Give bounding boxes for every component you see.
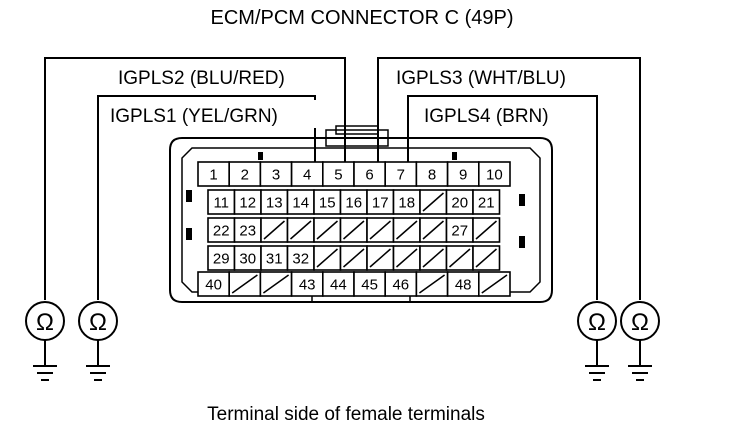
terminal-cell: [384, 271, 418, 297]
terminal-number: 43: [299, 277, 316, 294]
terminal-number: 31: [266, 251, 283, 268]
terminal-number: 8: [428, 167, 436, 184]
unused-terminal-slash: [262, 274, 290, 294]
terminal-cell: [477, 161, 511, 187]
unused-terminal-slash: [290, 220, 312, 240]
terminal-number: 4: [303, 167, 311, 184]
terminal-cell: [233, 189, 262, 215]
unused-terminal-slash: [343, 220, 365, 240]
unused-terminal-slash: [396, 220, 418, 240]
ohmmeter-left-outer: Ω: [25, 301, 65, 381]
terminal-number: 6: [365, 167, 373, 184]
unused-terminal-slash: [418, 274, 446, 294]
terminal-number: 9: [459, 167, 467, 184]
terminal-number: 40: [205, 277, 222, 294]
terminal-number: 23: [239, 223, 256, 240]
terminal-number: 17: [372, 195, 389, 212]
unused-terminal-slash: [231, 274, 258, 294]
diagram-title: ECM/PCM CONNECTOR C (49P): [211, 7, 514, 29]
unused-terminal-slash: [369, 220, 391, 240]
ohmmeter-right-outer: Ω: [620, 301, 660, 381]
unused-terminal-slash: [396, 248, 418, 268]
terminal-number: 27: [451, 223, 468, 240]
terminal-cell: [339, 189, 368, 215]
unused-terminal-slash: [475, 248, 497, 268]
terminal-cell: [207, 189, 236, 215]
terminal-number: 22: [213, 223, 230, 240]
terminal-cell: [259, 161, 293, 187]
terminal-number: 21: [478, 195, 495, 212]
unused-terminal-slash: [449, 248, 471, 268]
terminal-number: 46: [392, 277, 409, 294]
terminal-number: 29: [213, 251, 230, 268]
ohm-symbol: Ω: [588, 309, 606, 336]
igpls3-label: IGPLS3 (WHT/BLU): [396, 68, 566, 89]
unused-terminal-slash: [481, 274, 508, 294]
terminal-cell: [233, 217, 262, 243]
terminal-cell: [228, 161, 262, 187]
terminal-number: 1: [209, 167, 217, 184]
terminal-cell: [321, 271, 355, 297]
terminal-cell: [472, 189, 501, 215]
terminal-number: 11: [213, 195, 229, 212]
terminal-cell: [286, 189, 315, 215]
terminal-cell: [446, 161, 480, 187]
terminal-cell: [260, 189, 289, 215]
terminal-number: 48: [455, 277, 472, 294]
igpls1-label: IGPLS1 (YEL/GRN): [110, 106, 278, 127]
ohm-symbol: Ω: [36, 309, 54, 336]
unused-terminal-slash: [475, 220, 497, 240]
terminal-number: 13: [266, 195, 283, 212]
diagram-caption: Terminal side of female terminals: [207, 404, 485, 425]
wire-lines: [44, 57, 641, 300]
igpls4-label: IGPLS4 (BRN): [424, 106, 549, 127]
terminal-number: 15: [319, 195, 336, 212]
ohmmeter-right-inner: Ω: [577, 301, 617, 381]
terminal-number: 44: [330, 277, 347, 294]
terminal-cell: [415, 161, 449, 187]
ohm-symbol: Ω: [631, 309, 649, 336]
terminal-number: 18: [398, 195, 415, 212]
unused-terminal-slash: [316, 220, 338, 240]
terminal-number: 30: [239, 251, 256, 268]
terminal-number: 3: [272, 167, 280, 184]
terminal-number: 2: [241, 167, 249, 184]
terminal-cell: [366, 189, 395, 215]
terminal-number: 14: [292, 195, 309, 212]
terminal-number: 45: [361, 277, 378, 294]
igpls2-label: IGPLS2 (BLU/RED): [118, 68, 285, 89]
terminal-number: 20: [451, 195, 468, 212]
terminal-cell: [446, 271, 480, 297]
terminal-number: 12: [239, 195, 256, 212]
terminal-number: 10: [486, 167, 503, 184]
terminal-cell: [392, 189, 421, 215]
unused-terminal-slash: [263, 220, 285, 240]
terminal-cell: [290, 271, 324, 297]
unused-terminal-slash: [422, 192, 444, 212]
terminal-number: 32: [292, 251, 309, 268]
unused-terminal-slash: [316, 248, 338, 268]
terminal-cell: [197, 161, 231, 187]
terminal-cell: [197, 271, 231, 297]
unused-terminal-slash: [422, 248, 444, 268]
terminal-number: 5: [334, 167, 342, 184]
terminal-number: 7: [397, 167, 405, 184]
unused-terminal-slash: [343, 248, 365, 268]
terminal-cell: [290, 161, 324, 187]
unused-terminal-slash: [369, 248, 391, 268]
unused-terminal-slash: [422, 220, 444, 240]
terminal-cell: [353, 161, 387, 187]
terminal-cell: [353, 271, 387, 297]
ohmmeter-left-inner: Ω: [78, 301, 118, 381]
ohm-symbol: Ω: [89, 309, 107, 336]
terminal-cell: [233, 245, 262, 271]
terminal-number: 16: [345, 195, 362, 212]
